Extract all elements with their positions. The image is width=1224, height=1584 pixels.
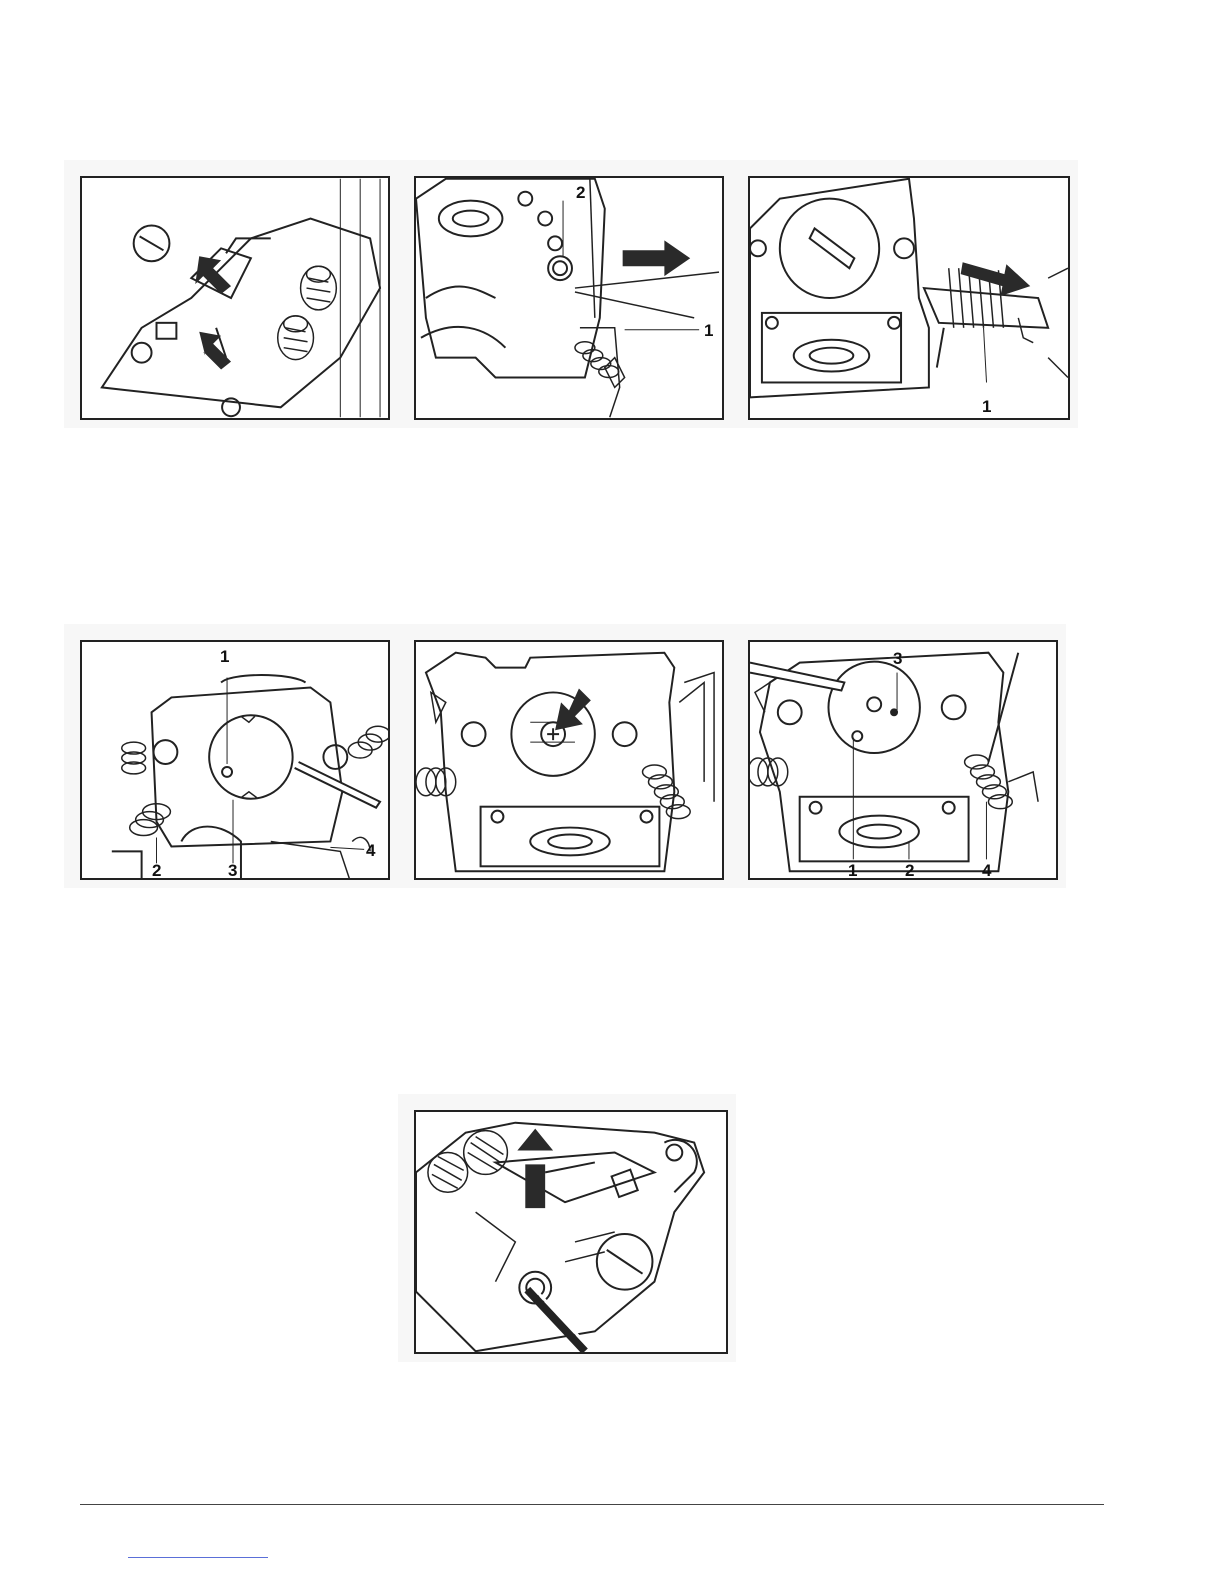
callout-label: 2 xyxy=(576,184,585,201)
arrow-up-icon xyxy=(199,332,231,370)
callout-label: 1 xyxy=(220,648,229,665)
callout-label: 1 xyxy=(848,862,857,879)
footer-link-underline[interactable] xyxy=(128,1557,268,1558)
figure-b-illustration: 2 1 xyxy=(414,176,724,420)
figure-b-panel: 2 1 xyxy=(398,160,732,428)
figure-a-panel xyxy=(64,160,398,428)
figure-g-panel xyxy=(398,1094,736,1362)
figure-d-illustration: 1 2 3 4 xyxy=(80,640,390,880)
callout-label: 4 xyxy=(366,842,375,859)
callout-label: 1 xyxy=(704,322,713,339)
figure-c-illustration: 1 xyxy=(748,176,1070,420)
figure-f-panel: 3 1 2 4 xyxy=(732,624,1066,888)
callout-label: 1 xyxy=(982,398,991,415)
arrow-up-icon xyxy=(517,1129,553,1208)
callout-label: 3 xyxy=(893,650,902,667)
arrow-right-icon xyxy=(961,262,1031,296)
figure-a-illustration xyxy=(80,176,390,420)
figure-f-illustration: 3 1 2 4 xyxy=(748,640,1058,880)
figure-d-panel: 1 2 3 4 xyxy=(64,624,398,888)
footer-divider xyxy=(80,1504,1104,1505)
figure-c-panel: 1 xyxy=(732,160,1078,428)
arrow-right-icon xyxy=(623,240,691,276)
arrow-down-icon xyxy=(195,256,231,294)
callout-label: 2 xyxy=(905,862,914,879)
arrow-down-left-icon xyxy=(555,688,591,730)
callout-label: 3 xyxy=(228,862,237,879)
callout-label: 2 xyxy=(152,862,161,879)
callout-label: 4 xyxy=(982,862,991,879)
figure-e-illustration xyxy=(414,640,724,880)
figure-g-illustration xyxy=(414,1110,728,1354)
figure-e-panel xyxy=(398,624,732,888)
